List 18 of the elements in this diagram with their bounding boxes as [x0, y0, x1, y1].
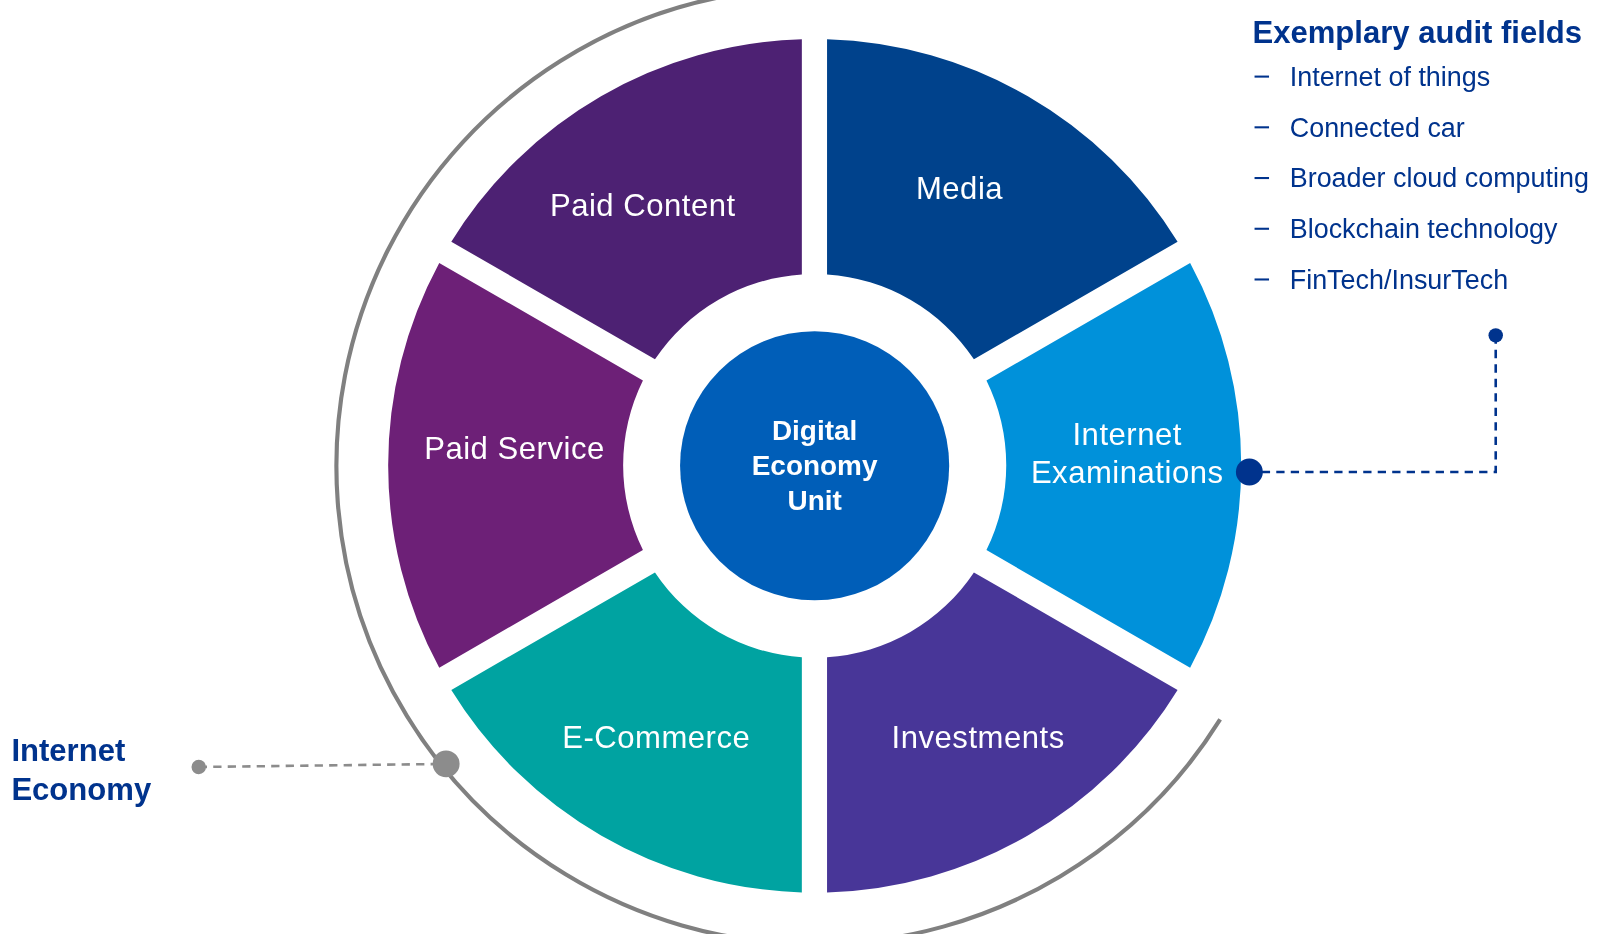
segment-label: Paid Service [424, 430, 605, 468]
leader-line [191, 750, 460, 778]
wheel-segment [986, 263, 1242, 669]
segment-label: Media [915, 170, 1004, 208]
leader-line [1235, 328, 1503, 486]
segment-label: Investments [891, 718, 1065, 757]
callout-label: Internet Economy [11, 730, 177, 810]
segment-label: Internet Examinations [1029, 416, 1225, 492]
list-item: FinTech/InsurTech [1289, 263, 1509, 295]
list-heading: Exemplary audit fields [1252, 14, 1584, 52]
center-label: Digital Economy Unit [750, 414, 879, 519]
list-item: Broader cloud computing [1289, 162, 1589, 194]
list-item: Connected car [1289, 111, 1465, 143]
bracket-arc [333, 0, 1224, 934]
list-item: Blockchain technology [1289, 213, 1558, 245]
segment-label: E-Commerce [562, 718, 751, 757]
segment-label: Paid Content [549, 186, 736, 224]
list-item: Internet of things [1289, 61, 1491, 93]
